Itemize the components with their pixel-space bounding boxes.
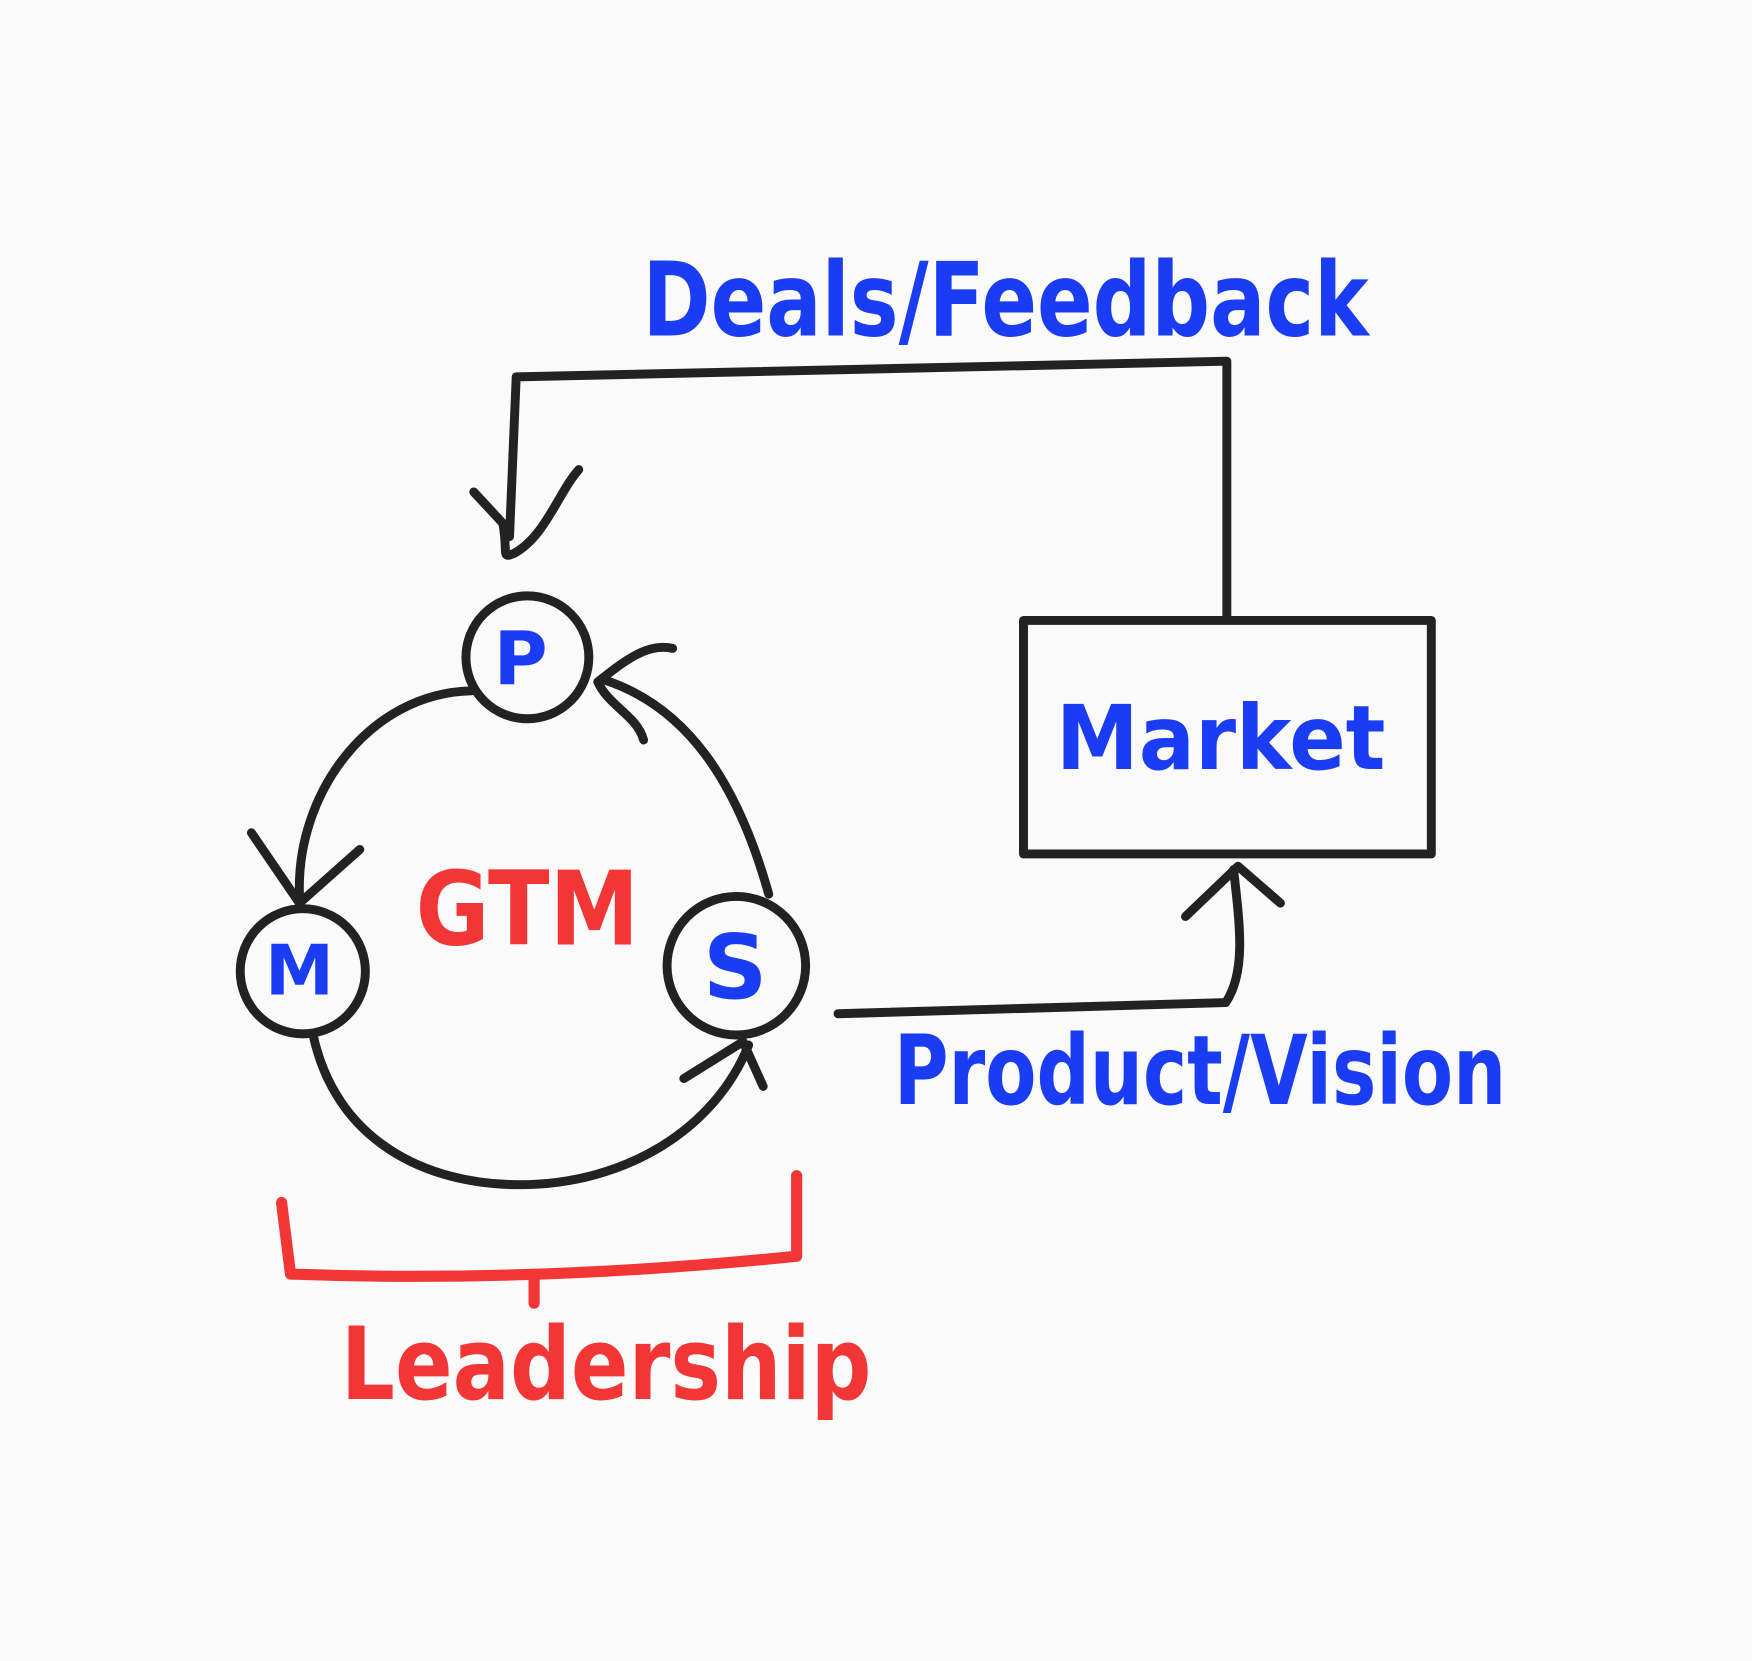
arc-s-to-p-arrowhead-icon [593,642,678,745]
arc-m-to-s-arrowhead-icon [679,1037,768,1091]
feedback-arrowhead-icon [469,465,584,560]
product-vision-label: Product/Vision [894,1015,1506,1127]
market-box [1019,615,1436,859]
deals-feedback-label: Deals/Feedback [642,242,1370,361]
node-m [235,904,370,1039]
leadership-bracket [275,1170,803,1282]
arc-p-to-m [294,686,476,899]
feedback-connector [505,356,1232,622]
node-s [662,891,811,1040]
node-p-label: P [494,617,548,702]
product-vision-arrowhead-icon [1181,861,1285,922]
arc-p-to-m-arrowhead-icon [246,828,365,908]
product-vision-connector [833,865,1245,1019]
node-s-label: S [703,916,767,1020]
node-p [461,591,594,724]
gtm-label: GTM [416,850,639,969]
arc-m-to-s [308,1029,754,1190]
arc-s-to-p [598,675,774,899]
leadership-label: Leadership [341,1306,872,1423]
node-m-label: M [265,932,334,1012]
market-label: Market [1056,687,1386,791]
